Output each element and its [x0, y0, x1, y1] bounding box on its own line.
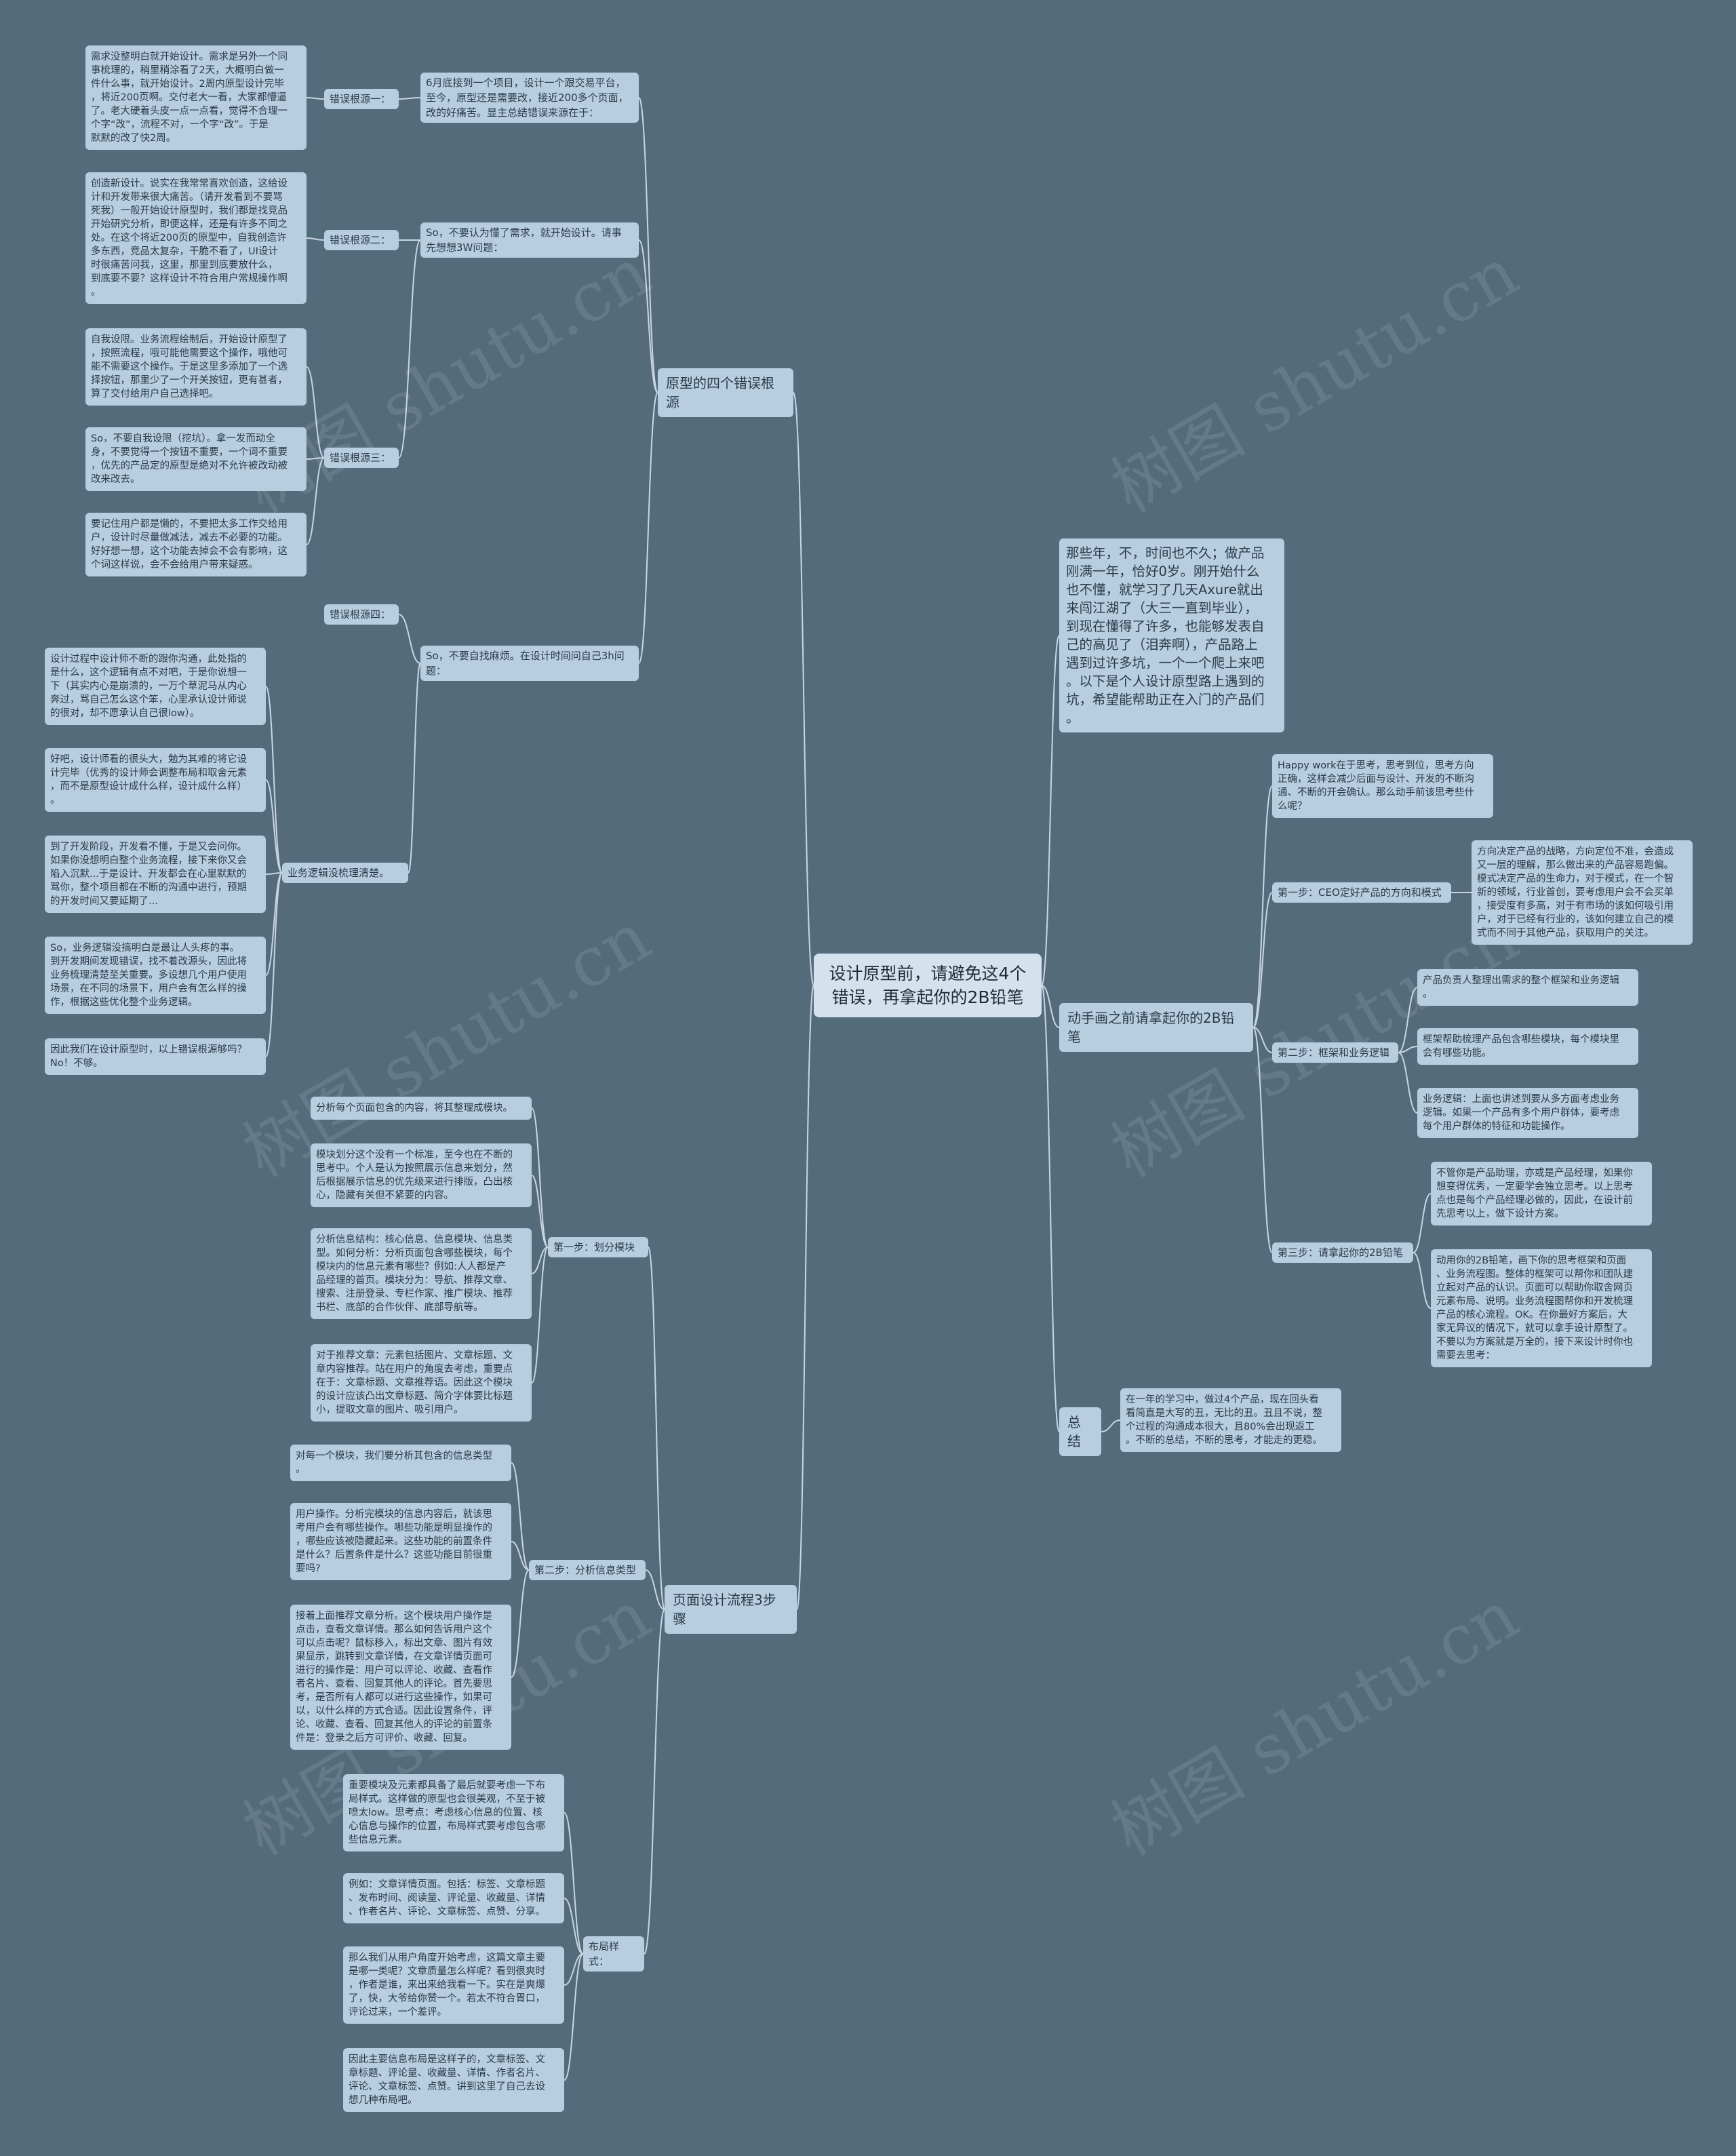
note-independent-thinking: 不管你是产品助理，亦或是产品经理，如果你 想变得优秀，一定要学会独立思考。以上思…	[1431, 1162, 1652, 1226]
topic-ceo-direction[interactable]: 第一步：CEO定好产品的方向和模式	[1272, 882, 1451, 903]
topic-3w-question[interactable]: So，不要认为懂了需求，就开始设计。请事 先想想3W问题：	[420, 222, 639, 258]
note-error-source-2: 创造新设计。说实在我常常喜欢创造，这给设 计和开发带来很大痛苦。（请开发看到不要…	[85, 172, 307, 304]
note-analyze-page-content: 分析每个页面包含的内容，将其整理成模块。	[311, 1097, 532, 1120]
note-error-source-1: 需求没整明白就开始设计。需求是另外一个同 事梳理的，稍里稍涂看了2天，大概明白做…	[85, 45, 307, 150]
connector-b3-r2	[1252, 1027, 1273, 1053]
note-summary: 在一年的学习中，做过4个产品，现在回头看 看简直是大写的丑，无比的丑。丑且不说，…	[1120, 1388, 1341, 1452]
connector-s5-s5t1	[265, 686, 283, 874]
connector-b2-p3	[644, 1609, 665, 1955]
topic-pick-up-pencil[interactable]: 第三步：请拿起你的2B铅笔	[1272, 1242, 1413, 1263]
note-layout-considerations: 重要模块及元素都具备了最后就要考虑一下布 局样式。这样做的原型也会很美观，不至于…	[343, 1774, 564, 1851]
topic-error-source-4[interactable]: 错误根源四：	[324, 604, 399, 625]
connector-g1-s1	[398, 97, 421, 100]
connector-p1-p1t1	[531, 1108, 549, 1248]
note-information-structure: 分析信息结构：核心信息、信息模块、信息类 型。如何分析：分析页面包含哪些模块，每…	[311, 1228, 532, 1319]
topic-error-source-1[interactable]: 错误根源一：	[324, 89, 399, 109]
branch-think-before-drawing[interactable]: 动手画之前请拿起你的2B铅笔	[1059, 1003, 1253, 1052]
note-module-division: 模块划分这个没有一个标准，至今也在不断的 思考中。个人是认为按照展示信息来划分，…	[311, 1143, 532, 1207]
connector-r3-r3t2	[1413, 1252, 1432, 1309]
note-not-enough: 因此我们在设计原型时，以上错误根源够吗？ No！不够。	[45, 1038, 266, 1075]
topic-error-source-3[interactable]: 错误根源三：	[324, 448, 399, 468]
note-business-logic-important: So，业务逻辑没搞明白是最让人头疼的事。 到开发期间发现错误，找不着改源头，因此…	[45, 937, 266, 1014]
note-designer-finish: 好吧，设计师看的很头大，勉为其难的将它设 计完毕（优秀的设计师会调整布局和取舍元…	[45, 748, 266, 812]
note-recommended-articles: 对于推荐文章：元素包括图片、文章标题、文 章内容推荐。站在用户的角度去考虑，重要…	[311, 1344, 532, 1422]
connector-b4-b4t1	[1101, 1419, 1121, 1432]
topic-3h-question[interactable]: So，不要自找麻烦。在设计时间问自己3h问 题：	[420, 646, 639, 681]
note-happy-work: Happy work在于思考，思考到位，思考方向 正确，这样会减少后面与设计、开…	[1272, 754, 1493, 818]
connector-p1-p1t3	[531, 1247, 549, 1274]
connector-p3-p3t2	[564, 1898, 584, 1955]
note-use-2b-pencil: 动用你的2B铅笔，画下你的思考框架和页面 、业务流程图。整体的框架可以帮你和团队…	[1431, 1249, 1652, 1367]
connector-p3-p3t3	[564, 1953, 584, 1986]
root-topic[interactable]: 设计原型前，请避免这4个 错误，再拿起你的2B铅笔	[814, 954, 1042, 1017]
note-no-self-limit: So，不要自我设限（挖坑）。拿一发而动全 身，不要觉得一个按钮不重要，一个词不重…	[85, 427, 307, 491]
connector-root-b2	[796, 985, 814, 1610]
topic-business-logic[interactable]: 业务逻辑没梳理清楚。	[282, 863, 408, 883]
connector-p1-p1t4	[531, 1247, 549, 1384]
note-user-operations: 用户操作。分析完模块的信息内容后，就该思 考用户会有哪些操作。哪些功能是明显操作…	[290, 1503, 511, 1580]
connector-b1-g2	[638, 239, 658, 393]
note-user-perspective: 那么我们从用户角度开始考虑，这篇文章主要 是哪一类呢？文章质量怎么样呢？看到很爽…	[343, 1946, 564, 2024]
note-designer-communication: 设计过程中设计师不断的跟你沟通，此处指的 是什么，这个逻辑有点不对吧，于是你说想…	[45, 648, 266, 725]
connector-s3-s3t2	[306, 457, 325, 460]
connector-b1-g3	[638, 392, 658, 664]
note-self-limit: 自我设限。业务流程绘制后，开始设计原型了 ，按照流程，哦可能他需要这个操作，哦他…	[85, 328, 307, 406]
note-main-info-layout: 因此主要信息布局是这样子的，文章标签、文 章标题、评论量、收藏量、详情、作者名片…	[343, 2048, 564, 2112]
note-recommended-article-analysis: 接着上面推荐文章分析。这个模块用户操作是 点击，查看文章详情。那么如何告诉用户这…	[290, 1605, 511, 1750]
connector-r3-r3t1	[1413, 1193, 1432, 1253]
connector-g2-s3	[398, 239, 421, 458]
connector-b3-r3	[1252, 1027, 1273, 1253]
connector-p2-p2t2	[511, 1541, 530, 1571]
note-direction-and-mode: 方向决定产品的战略，方向定位不准，会造成 又一层的理解，那么做出来的产品容易跑偏…	[1472, 840, 1693, 945]
topic-project-background[interactable]: 6月底接到一个项目，设计一个跟交易平台， 至今，原型还是需要改，接近200多个页…	[420, 73, 639, 123]
connector-p2-p2t1	[511, 1462, 530, 1571]
connector-root-b3	[1041, 985, 1060, 1028]
connector-s3-s3t1	[306, 366, 325, 458]
connector-p2-p2t3	[511, 1569, 530, 1678]
connector-g3-s5	[408, 663, 421, 874]
connector-b3-r1	[1252, 892, 1273, 1028]
topic-step1-modules[interactable]: 第一步：划分模块	[548, 1237, 648, 1257]
branch-four-error-sources[interactable]: 原型的四个错误根源	[658, 368, 793, 417]
topic-error-source-2[interactable]: 错误根源二：	[324, 230, 399, 250]
note-framework-modules: 框架帮助梳理产品包含哪些模块，每个模块里 会有哪些功能。	[1417, 1028, 1638, 1065]
topic-layout-style[interactable]: 布局样式：	[583, 1936, 644, 1972]
connector-p3-p3t1	[564, 1812, 584, 1955]
connector-r2-r2t1	[1398, 987, 1418, 1053]
connector-g3-s4	[398, 614, 421, 664]
connector-s2-s2t1	[306, 237, 325, 241]
note-product-owner-framework: 产品负责人整理出需求的整个框架和业务逻辑 。	[1417, 969, 1638, 1006]
intro-text[interactable]: 那些年，不，时间也不久；做产品 刚满一年，恰好0岁。刚开始什么 也不懂，就学习了…	[1059, 538, 1284, 732]
connector-root-intro	[1041, 635, 1060, 986]
connector-root-b4	[1041, 985, 1060, 1432]
connector-r2-r2t2	[1398, 1046, 1418, 1053]
connector-s5-s5t4	[265, 872, 283, 976]
connector-r2-r2t3	[1398, 1052, 1418, 1114]
connector-b3-r0	[1252, 785, 1273, 1028]
topic-step2-info-types[interactable]: 第二步：分析信息类型	[529, 1560, 646, 1580]
note-users-lazy: 要记住用户都是懒的，不要把太多工作交给用 户，设计时尽量做减法，减去不必要的功能…	[85, 513, 307, 576]
connector-s1-s1t1	[306, 97, 325, 100]
connector-p1-p1t2	[531, 1175, 549, 1248]
note-development-stage: 到了开发阶段，开发看不懂，于是又会问你。 如果你没想明白整个业务流程，接下来你又…	[45, 836, 266, 913]
connector-s5-s5t3	[265, 872, 283, 875]
note-article-detail-example: 例如：文章详情页面。包括：标签、文章标题 、发布时间、阅读量、评论量、收藏量、详…	[343, 1873, 564, 1923]
connector-root-b1	[793, 392, 814, 986]
topic-framework-logic[interactable]: 第二步：框架和业务逻辑	[1272, 1042, 1398, 1063]
connector-s3-s3t3	[306, 457, 325, 545]
note-business-logic-groups: 业务逻辑：上面也讲述到要从多方面考虑业务 逻辑。如果一个产品有多个用户群体，要考…	[1417, 1088, 1638, 1138]
connector-b2-p2	[645, 1569, 665, 1610]
note-module-info-types: 对每一个模块，我们要分析其包含的信息类型 。	[290, 1445, 511, 1481]
branch-summary[interactable]: 总结	[1059, 1407, 1101, 1456]
connector-b2-p1	[648, 1247, 665, 1610]
connector-p3-p3t4	[564, 1953, 584, 2081]
connector-s5-s5t2	[265, 779, 283, 874]
connector-b1-g1	[638, 97, 658, 393]
connector-s5-s5t5	[265, 872, 283, 1057]
branch-page-design-steps[interactable]: 页面设计流程3步骤	[665, 1585, 797, 1634]
